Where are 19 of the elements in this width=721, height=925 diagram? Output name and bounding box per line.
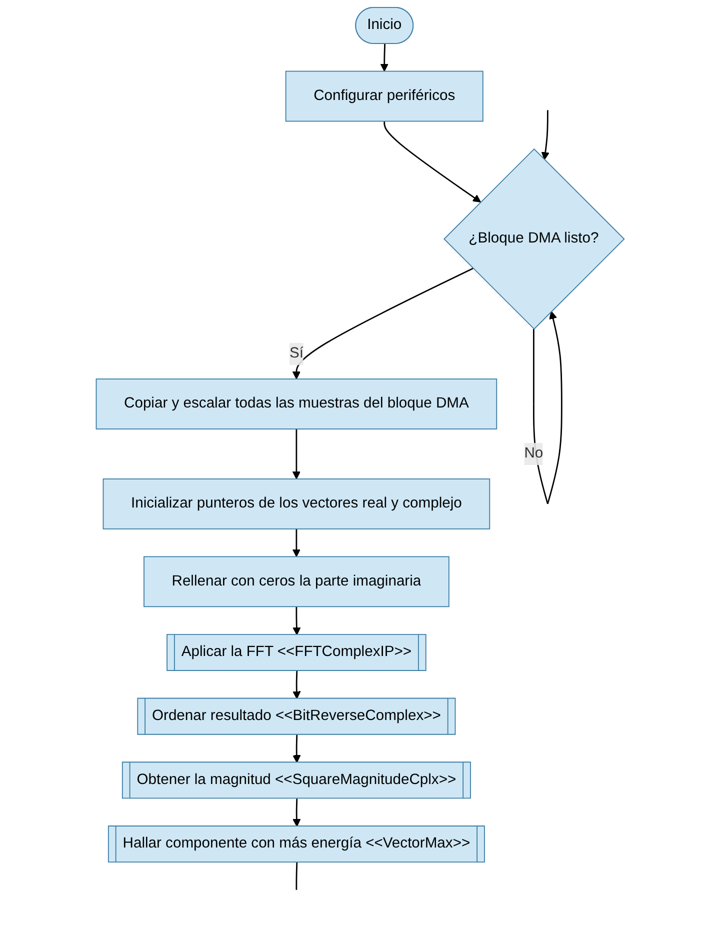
edge-label: Sí: [290, 346, 304, 362]
node-box: [144, 556, 450, 608]
node-box: [286, 70, 484, 122]
arrow: [292, 528, 301, 558]
arrow: [292, 798, 302, 827]
arrow: [292, 606, 302, 636]
arrow: [384, 121, 482, 202]
arrow: [380, 44, 389, 72]
node-box: [103, 478, 490, 530]
arrow: [533, 311, 563, 504]
arrow: [292, 428, 301, 480]
arrow: [292, 670, 302, 700]
arrow: [292, 734, 302, 763]
arrow: [542, 110, 550, 160]
edge-label: No: [524, 446, 544, 462]
connector: [296, 862, 298, 890]
node-diamond: [444, 148, 626, 330]
node-box: [96, 378, 498, 430]
arrow: [292, 268, 474, 380]
